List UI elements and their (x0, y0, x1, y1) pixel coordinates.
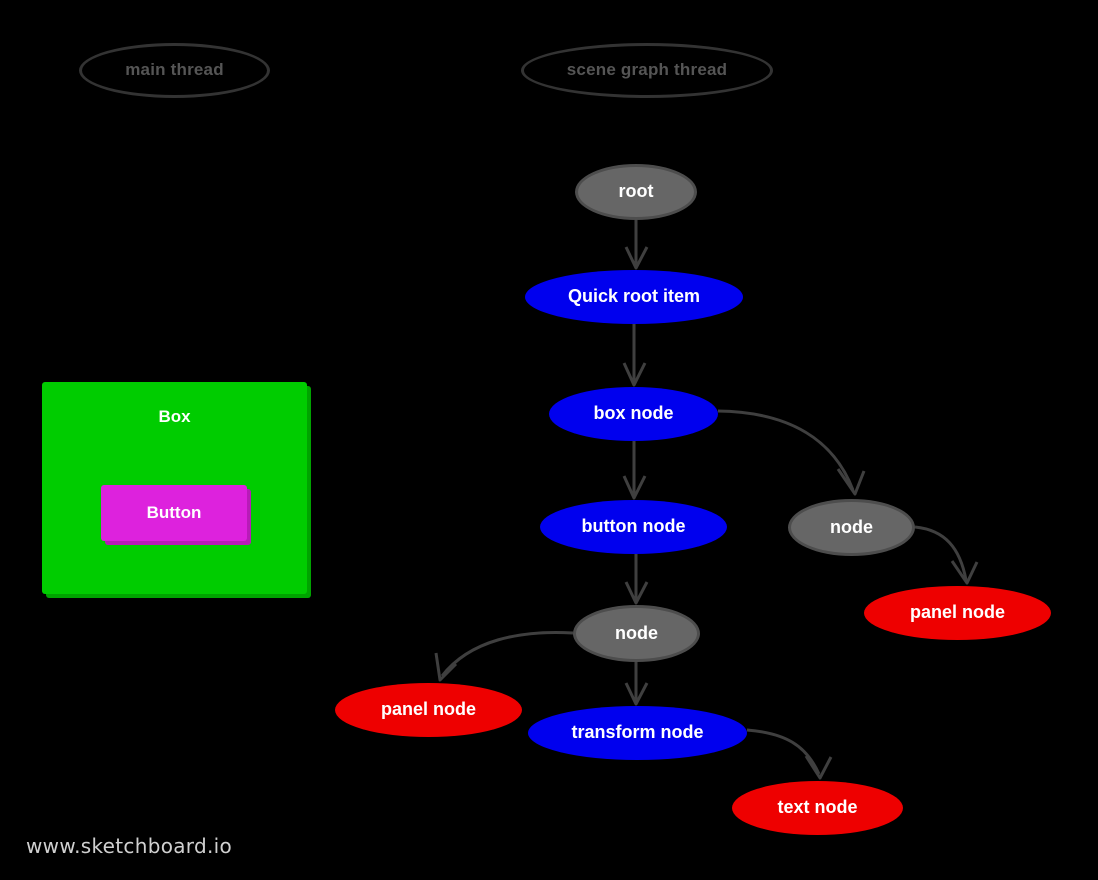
edge-root-to-quick-root-item (624, 220, 649, 270)
node-box-node-label: box node (593, 403, 674, 424)
node-root[interactable]: root (575, 164, 697, 220)
node-box-node[interactable]: box node (549, 387, 718, 441)
widget-box-label: Box (158, 407, 191, 426)
node-button-node-label: button node (581, 516, 686, 537)
widget-button-label: Button (146, 502, 202, 522)
node-panel-node-left-label: panel node (380, 699, 476, 720)
node-root-label: root (618, 181, 654, 202)
node-quick-root-item[interactable]: Quick root item (525, 270, 743, 324)
edge-button-node-to-node-center (624, 554, 649, 605)
node-transform-node-label: transform node (571, 722, 704, 743)
node-quick-root-item-label: Quick root item (567, 286, 701, 307)
widget-button[interactable]: Button (101, 485, 247, 541)
node-text-node-label: text node (777, 797, 858, 818)
node-button-node[interactable]: button node (540, 500, 727, 554)
edge-node-center-to-panel-node-left (434, 631, 574, 682)
node-panel-node-right[interactable]: panel node (864, 586, 1051, 640)
lane-main-thread[interactable]: main thread (79, 43, 270, 98)
lane-scene-graph-thread[interactable]: scene graph thread (521, 43, 773, 98)
node-node-center[interactable]: node (573, 605, 700, 662)
node-transform-node[interactable]: transform node (528, 706, 747, 760)
watermark: www.sketchboard.io (26, 834, 233, 858)
node-text-node[interactable]: text node (732, 781, 903, 835)
edge-node-right-to-panel-node-right (914, 525, 979, 585)
edge-box-node-to-node-right (717, 409, 866, 496)
node-node-center-label: node (615, 622, 658, 643)
edge-node-center-to-transform-node (624, 662, 649, 706)
edge-transform-node-to-text-node (746, 728, 833, 780)
edge-quick-root-item-to-box-node (622, 324, 647, 387)
node-node-right-label: node (830, 516, 873, 537)
node-panel-node-right-label: panel node (909, 602, 1005, 623)
node-node-right[interactable]: node (788, 499, 915, 556)
node-panel-node-left[interactable]: panel node (335, 683, 522, 737)
lane-main-thread-label: main thread (125, 60, 224, 80)
edge-box-node-to-button-node (622, 441, 647, 500)
lane-scene-graph-thread-label: scene graph thread (566, 60, 728, 80)
